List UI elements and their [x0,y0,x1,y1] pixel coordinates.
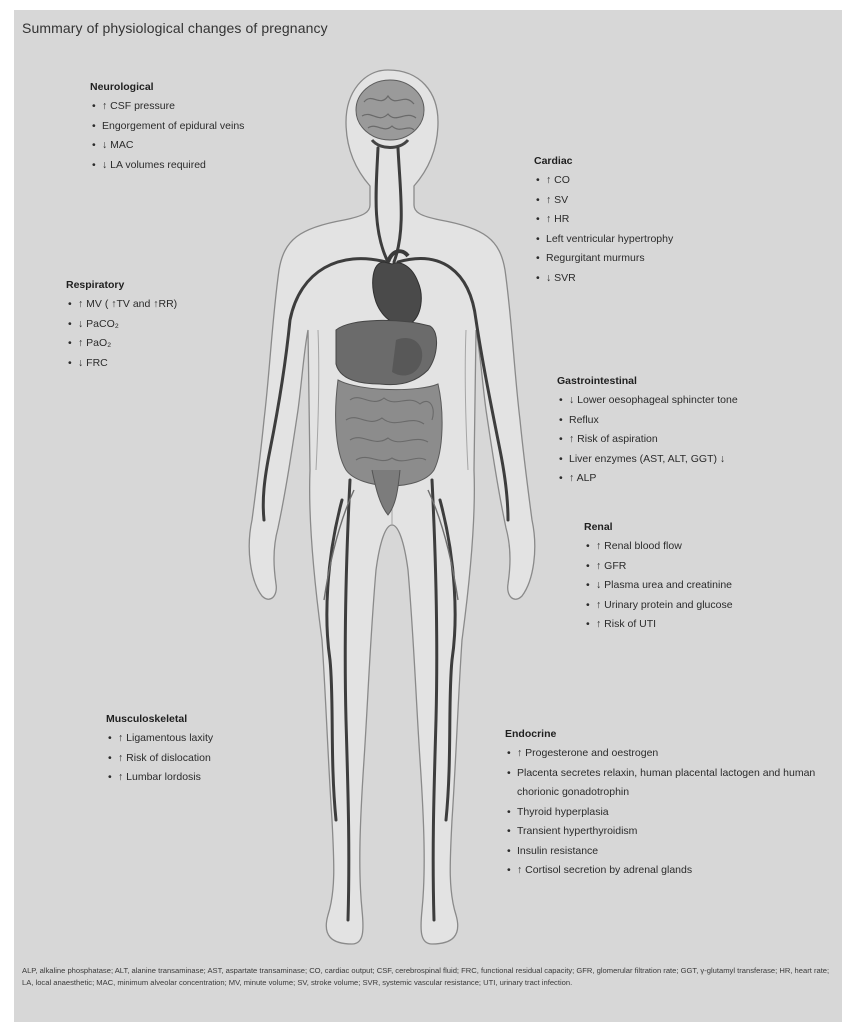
list-item: Thyroid hyperplasia [505,803,840,823]
list-item: ↑ CSF pressure [90,97,330,117]
list-item: ↓ Plasma urea and creatinine [584,576,814,596]
list-item: ↑ MV ( ↑TV and ↑RR) [66,295,266,315]
list-item: ↑ Ligamentous laxity [106,729,286,749]
list-item: Insulin resistance [505,842,840,862]
section-respiratory: Respiratory ↑ MV ( ↑TV and ↑RR) ↓ PaCO₂ … [66,276,266,373]
list-item: ↑ Urinary protein and glucose [584,596,814,616]
section-heading: Endocrine [505,725,840,744]
section-heading: Respiratory [66,276,266,295]
list-item: ↑ GFR [584,557,814,577]
list-item: Reflux [557,411,837,431]
list-item: Transient hyperthyroidism [505,822,840,842]
list-item: ↑ Risk of dislocation [106,749,286,769]
list-item: Liver enzymes (AST, ALT, GGT) ↓ [557,450,837,470]
list-item: ↓ MAC [90,136,330,156]
list-item: ↑ Cortisol secretion by adrenal glands [505,861,840,881]
list-item: ↑ Risk of UTI [584,615,814,635]
section-heading: Musculoskeletal [106,710,286,729]
section-renal: Renal ↑ Renal blood flow ↑ GFR ↓ Plasma … [584,518,814,635]
section-heading: Neurological [90,78,330,97]
list-item: ↑ Risk of aspiration [557,430,837,450]
list-item: ↑ CO [534,171,764,191]
abbreviations-footnote: ALP, alkaline phosphatase; ALT, alanine … [22,965,830,988]
list-item: ↑ HR [534,210,764,230]
list-item: ↑ SV [534,191,764,211]
section-heading: Renal [584,518,814,537]
list-item: ↓ SVR [534,269,764,289]
section-gastrointestinal: Gastrointestinal ↓ Lower oesophageal sph… [557,372,837,489]
list-item: ↓ PaCO₂ [66,315,266,335]
list-item: ↑ Progesterone and oestrogen [505,744,840,764]
list-item: ↑ Lumbar lordosis [106,768,286,788]
section-heading: Cardiac [534,152,764,171]
list-item: ↓ LA volumes required [90,156,330,176]
list-item: ↑ PaO₂ [66,334,266,354]
section-heading: Gastrointestinal [557,372,837,391]
list-item: Engorgement of epidural veins [90,117,330,137]
list-item: ↑ Renal blood flow [584,537,814,557]
section-neurological: Neurological ↑ CSF pressure Engorgement … [90,78,330,175]
section-musculoskeletal: Musculoskeletal ↑ Ligamentous laxity ↑ R… [106,710,286,788]
list-item: Placenta secretes relaxin, human placent… [505,764,840,803]
list-item: Left ventricular hypertrophy [534,230,764,250]
liver-stomach [336,320,437,384]
section-endocrine: Endocrine ↑ Progesterone and oestrogen P… [505,725,840,881]
section-cardiac: Cardiac ↑ CO ↑ SV ↑ HR Left ventricular … [534,152,764,288]
list-item: ↑ ALP [557,469,837,489]
list-item: ↓ Lower oesophageal sphincter tone [557,391,837,411]
list-item: Regurgitant murmurs [534,249,764,269]
list-item: ↓ FRC [66,354,266,374]
